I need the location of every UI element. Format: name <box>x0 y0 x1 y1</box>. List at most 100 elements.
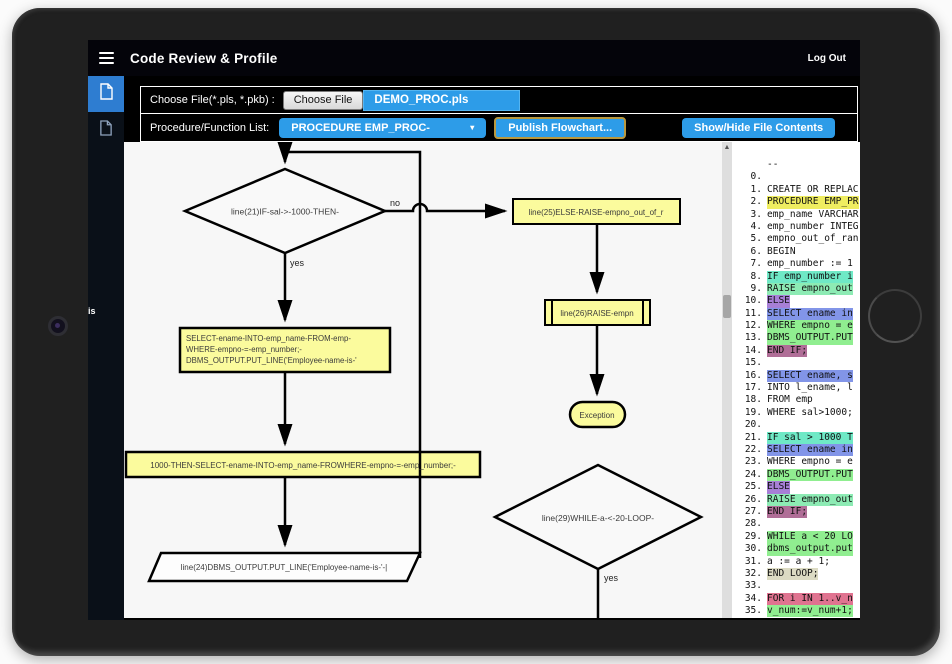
code-line: 33. <box>732 580 860 592</box>
line-number: 2. <box>750 196 762 208</box>
document-icon <box>99 119 113 141</box>
code-line: 28. <box>732 518 860 530</box>
line-number: 17. <box>744 382 762 394</box>
code-line: 27.END IF; <box>732 505 860 519</box>
line-number: 22. <box>744 443 762 455</box>
connector-loop-back <box>277 142 422 558</box>
app-header: Code Review & Profile Log Out <box>88 40 860 76</box>
code-line: 15. <box>732 357 860 369</box>
code-line: 9.RAISE empno_out <box>732 282 860 296</box>
code-line: 12.WHERE empno = e <box>732 320 860 333</box>
line-text: emp_name VARCHAR <box>767 208 859 220</box>
wide-box-text: 1000-THEN-SELECT-ename-INTO-emp_name-FRO… <box>150 461 456 470</box>
line-number: 8. <box>750 270 762 282</box>
decision-while-loop <box>492 463 704 571</box>
no-label: no <box>390 198 400 208</box>
choose-file-button[interactable]: Choose File <box>282 90 364 110</box>
choose-file-label: Choose File(*.pls, *.pkb) : <box>150 94 275 106</box>
line-text: DBMS_OUTPUT.PUT <box>767 468 853 482</box>
line-text: ELSE <box>767 295 790 308</box>
sidebar-item-file-2[interactable] <box>88 112 124 148</box>
line-text: PROCEDURE EMP_PR <box>767 196 859 209</box>
code-line: 13.DBMS_OUTPUT.PUT <box>732 332 860 345</box>
code-line: 35.v_num:=v_num+1; <box>732 605 860 618</box>
line-text: INTO l_ename, l <box>767 382 853 394</box>
content-area: line(21)IF-sal->-1000-THEN- no yes line(… <box>124 142 860 619</box>
page-title: Code Review & Profile <box>130 50 278 66</box>
line-number: 26. <box>744 493 762 505</box>
code-line: 0. <box>732 171 860 183</box>
process-select-ename <box>178 326 392 374</box>
hamburger-menu-icon[interactable] <box>99 49 114 67</box>
exception-text: Exception <box>579 411 614 420</box>
code-line: 21. IF sal > 1000 T <box>732 431 860 444</box>
code-line: 32.END LOOP; <box>732 567 860 581</box>
code-line: 1.CREATE OR REPLAC <box>732 184 860 196</box>
logout-link[interactable]: Log Out <box>807 52 846 64</box>
vertical-scrollbar[interactable]: ▲ <box>722 142 732 618</box>
code-line: 16.SELECT ename, s <box>732 369 860 383</box>
line-number: 35. <box>744 605 762 617</box>
line-number: 4. <box>750 220 762 232</box>
sidebar-item-file-1[interactable] <box>88 76 124 112</box>
line-text: END IF; <box>767 344 808 358</box>
select-box-line3: DBMS_OUTPUT.PUT_LINE('Employee-name-is-' <box>186 356 357 365</box>
line-number: 5. <box>750 233 762 245</box>
publish-flowchart-button[interactable]: Publish Flowchart... <box>494 116 627 139</box>
line-number: 32. <box>744 567 762 579</box>
line-number: 13. <box>744 332 762 344</box>
chevron-down-icon: ▾ <box>470 123 475 132</box>
line-text: a := a + 1; <box>767 555 830 567</box>
line-number: 19. <box>744 406 762 418</box>
line-number: 11. <box>744 307 762 319</box>
code-line: 34. FOR i IN 1..v_n <box>732 592 860 606</box>
code-line: 24. DBMS_OUTPUT.PUT <box>732 468 860 482</box>
line-text: ELSE <box>767 481 790 494</box>
line-number: 21. <box>744 431 762 443</box>
line-number: 31. <box>744 555 762 567</box>
line-number: 10. <box>744 295 762 307</box>
procedure-select[interactable]: PROCEDURE EMP_PROC- ▾ <box>279 117 487 138</box>
line-text: CREATE OR REPLAC <box>767 183 859 195</box>
code-line-partial: -- <box>767 159 779 170</box>
selected-file-name: DEMO_PROC.pls <box>363 89 521 111</box>
line-text: SELECT ename in <box>767 443 853 457</box>
line-number: 24. <box>744 468 762 480</box>
code-line: 29.WHILE a < 20 LO <box>732 530 860 544</box>
line-text: WHERE sal>1000; <box>767 406 853 418</box>
code-line: 6.BEGIN <box>732 246 860 258</box>
flowchart-canvas: line(21)IF-sal->-1000-THEN- no yes line(… <box>124 142 722 619</box>
line-text: IF emp_number i <box>767 270 853 283</box>
show-hide-file-contents-button[interactable]: Show/Hide File Contents <box>682 117 836 138</box>
line-text: SELECT ename, s <box>767 369 853 383</box>
connector-no <box>385 202 508 219</box>
select-box-line1: SELECT-ename-INTO-emp_name-FROM-emp- <box>186 334 351 343</box>
line-number: 28. <box>744 518 762 530</box>
scroll-up-icon[interactable]: ▲ <box>723 144 731 151</box>
tablet-frame: Code Review & Profile Log Out is Choose … <box>12 8 940 656</box>
code-line: 25. ELSE <box>732 481 860 494</box>
line-number: 34. <box>744 592 762 604</box>
io-put-line <box>147 551 422 583</box>
procedure-select-value: PROCEDURE EMP_PROC- <box>291 121 430 134</box>
terminator-exception <box>568 400 627 429</box>
line-number: 25. <box>744 481 762 493</box>
line-number: 14. <box>744 344 762 356</box>
line-text: IF sal > 1000 T <box>767 431 853 444</box>
line-text: dbms_output.put <box>767 543 853 556</box>
line-text: FOR i IN 1..v_n <box>767 592 853 606</box>
procedure-row: Procedure/Function List: PROCEDURE EMP_P… <box>141 114 857 141</box>
line-text: empno_out_of_ran <box>767 233 859 245</box>
code-line: 2. PROCEDURE EMP_PR <box>732 196 860 209</box>
toolbar: Choose File(*.pls, *.pkb) : Choose File … <box>140 86 858 142</box>
raise-box-text: line(26)RAISE-empn <box>560 309 633 318</box>
else-box-text: line(25)ELSE-RAISE-empno_out_of_r <box>529 208 664 217</box>
scrollbar-thumb[interactable] <box>723 295 731 318</box>
code-line: 8. IF emp_number i <box>732 270 860 283</box>
flowchart-svg: line(21)IF-sal->-1000-THEN- no yes line(… <box>124 142 704 619</box>
code-line: 22. SELECT ename in <box>732 443 860 457</box>
sidebar-peek-text: is <box>88 306 96 316</box>
line-number: 30. <box>744 543 762 555</box>
